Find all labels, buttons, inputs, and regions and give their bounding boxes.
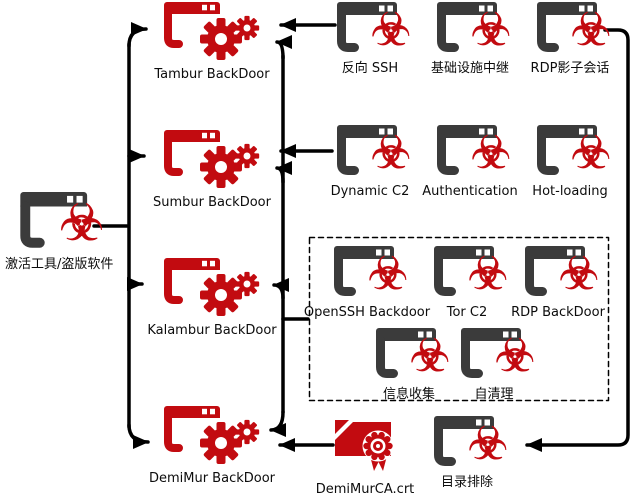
biohazard-icon: ☣: [570, 3, 611, 56]
biohazard-icon: ☣: [370, 126, 411, 179]
window-icon: ☣: [537, 2, 612, 54]
edge-shared-to-demimur: [269, 410, 287, 437]
node-label: Tor C2: [446, 305, 488, 320]
node-label: RDP BackDoor: [511, 305, 605, 320]
edge-rdpshadow-to-direxclusion: [525, 28, 630, 452]
node-label: Sumbur BackDoor: [153, 195, 271, 210]
window-icon: ☣: [20, 192, 104, 250]
edge-left-to-tambur: [127, 22, 148, 48]
node-label: 激活工具/盗版软件: [5, 257, 114, 272]
window-icon: ☣: [434, 416, 509, 468]
window-icon: ☣: [537, 125, 612, 177]
node-rdp-shadow-session: ☣ RDP影子会话: [515, 2, 625, 76]
node-infrastructure-relay: ☣ 基础设施中继: [415, 2, 525, 76]
window-icon: ☣: [437, 125, 512, 177]
node-activation-tools: ☣ 激活工具/盗版软件: [5, 192, 114, 272]
biohazard-icon: ☣: [467, 417, 508, 470]
node-rdp-backdoor: ☣ RDP BackDoor: [498, 246, 618, 320]
biohazard-icon: ☣: [367, 247, 408, 300]
edge-shared-to-sumbur: [275, 161, 293, 184]
node-tor-c2: ☣ Tor C2: [412, 246, 522, 320]
biohazard-icon: ☣: [409, 329, 450, 382]
node-info-collection: ☣ 信息收集: [359, 328, 459, 402]
backdoor-gears-icon: [164, 2, 260, 60]
biohazard-icon: ☣: [558, 247, 599, 300]
window-icon: ☣: [376, 328, 451, 380]
biohazard-icon: ☣: [470, 3, 511, 56]
node-directory-exclusion: ☣ 目录排除: [417, 416, 517, 490]
node-label: 反向 SSH: [341, 61, 399, 76]
biohazard-icon: ☣: [570, 126, 611, 179]
node-demimur-backdoor: DemiMur BackDoor: [147, 406, 277, 486]
node-label: Tambur BackDoor: [154, 67, 270, 82]
window-icon: ☣: [337, 2, 412, 54]
node-kalambur-backdoor: Kalambur BackDoor: [147, 258, 277, 338]
node-label: OpenSSH Backdoor: [303, 305, 431, 320]
node-hot-loading: ☣ Hot-loading: [515, 125, 625, 199]
biohazard-icon: ☣: [370, 3, 411, 56]
node-reverse-ssh: ☣ 反向 SSH: [315, 2, 425, 76]
biohazard-icon: ☣: [467, 247, 508, 300]
certificate-icon: [333, 419, 397, 475]
node-label: Dynamic C2: [330, 184, 410, 199]
window-icon: ☣: [434, 246, 509, 298]
node-authentication: ☣ Authentication: [415, 125, 525, 199]
node-label: Hot-loading: [532, 184, 608, 199]
node-label: 信息收集: [382, 387, 435, 402]
node-self-cleanup: ☣ 自清理: [444, 328, 544, 402]
node-label: RDP影子会话: [530, 61, 610, 76]
edge-left-to-demimur: [127, 423, 150, 449]
node-label: 目录排除: [440, 475, 493, 490]
window-icon: ☣: [461, 328, 536, 380]
node-demimurca-certificate: DemiMurCA.crt: [315, 419, 415, 497]
node-tambur-backdoor: Tambur BackDoor: [147, 2, 277, 82]
node-label: Kalambur BackDoor: [147, 323, 277, 338]
node-label: Authentication: [422, 184, 518, 199]
backdoor-gears-icon: [164, 406, 260, 464]
window-icon: ☣: [337, 125, 412, 177]
node-dynamic-c2: ☣ Dynamic C2: [315, 125, 425, 199]
window-icon: ☣: [334, 246, 409, 298]
node-openssh-backdoor: ☣ OpenSSH Backdoor: [302, 246, 432, 320]
node-label: 基础设施中继: [430, 61, 509, 76]
biohazard-icon: ☣: [494, 329, 535, 382]
window-icon: ☣: [525, 246, 600, 298]
backdoor-gears-icon: [164, 130, 260, 188]
window-icon: ☣: [437, 2, 512, 54]
node-label: DemiMurCA.crt: [315, 482, 415, 497]
node-label: 自清理: [474, 387, 514, 402]
node-label: DemiMur BackDoor: [148, 471, 276, 486]
biohazard-icon: ☣: [59, 194, 105, 252]
node-sumbur-backdoor: Sumbur BackDoor: [147, 130, 277, 210]
biohazard-icon: ☣: [470, 126, 511, 179]
backdoor-gears-icon: [164, 258, 260, 316]
edge-shared-to-kalambur: [272, 278, 290, 300]
edge-shared-to-tambur: [275, 35, 293, 60]
